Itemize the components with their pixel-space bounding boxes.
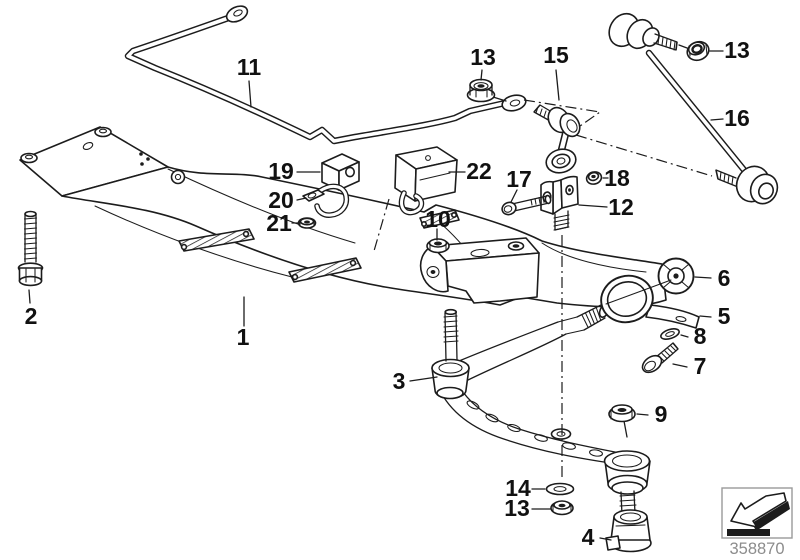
callout-18[interactable]: 18 xyxy=(604,165,630,191)
part-4-ball-joint-mount xyxy=(605,509,652,553)
callout-13-lower[interactable]: 13 xyxy=(504,495,530,521)
callout-13-link-nut[interactable]: 13 xyxy=(724,37,750,63)
subframe-rail-hatched xyxy=(178,209,460,283)
callout-7[interactable]: 7 xyxy=(694,353,707,379)
callout-6[interactable]: 6 xyxy=(718,265,731,291)
part-3-wishbone xyxy=(431,303,651,516)
part-21-nut xyxy=(297,217,317,229)
callout-17[interactable]: 17 xyxy=(506,166,532,192)
direction-arrow-icon xyxy=(721,487,793,539)
part-15-stabilizer-link xyxy=(533,104,581,174)
part-1-front-axle-support xyxy=(19,126,667,308)
callout-22[interactable]: 22 xyxy=(466,158,492,184)
callout-labels: 11 13 15 13 16 19 20 21 22 17 18 12 10 2… xyxy=(25,37,750,550)
callout-2[interactable]: 2 xyxy=(25,303,38,329)
part-22-bracket xyxy=(394,146,458,216)
part-10-nut xyxy=(426,238,450,254)
callout-8[interactable]: 8 xyxy=(694,323,707,349)
callout-21[interactable]: 21 xyxy=(266,210,292,236)
part-14-washer xyxy=(545,482,575,496)
callout-15[interactable]: 15 xyxy=(543,42,569,68)
callout-4[interactable]: 4 xyxy=(582,524,595,550)
part-8-washer xyxy=(660,328,680,340)
part-6-bushing xyxy=(657,257,695,295)
callout-14[interactable]: 14 xyxy=(505,475,531,501)
callout-13-bar[interactable]: 13 xyxy=(470,44,496,70)
part-20-clamp xyxy=(302,183,350,218)
callout-1[interactable]: 1 xyxy=(237,324,250,350)
callout-12[interactable]: 12 xyxy=(608,194,634,220)
part-11-stabilizer-bar xyxy=(124,5,527,145)
part-19-rubber-mount xyxy=(321,153,360,191)
part-9-nut xyxy=(608,404,636,438)
part-16-stabilizer-link xyxy=(608,12,779,205)
callout-5[interactable]: 5 xyxy=(718,303,731,329)
callout-10[interactable]: 10 xyxy=(425,206,451,232)
part-7-bolt xyxy=(641,342,679,374)
drawing-number: 358870 xyxy=(729,540,784,558)
leader-lines xyxy=(28,50,724,541)
part-5-bracket-ring xyxy=(600,274,700,329)
subframe-right-rail-end xyxy=(419,237,540,304)
part-17-bolt xyxy=(501,194,552,216)
callout-19[interactable]: 19 xyxy=(268,158,294,184)
callout-16[interactable]: 16 xyxy=(724,105,750,131)
callout-3[interactable]: 3 xyxy=(393,368,406,394)
part-18-nut xyxy=(585,171,603,185)
part-13-nut-bar xyxy=(466,78,507,103)
callout-20[interactable]: 20 xyxy=(268,187,294,213)
callout-9[interactable]: 9 xyxy=(655,401,668,427)
part-2-bolt xyxy=(17,210,44,287)
callout-11[interactable]: 11 xyxy=(237,54,262,80)
part-13-nut-lower xyxy=(550,500,574,516)
part-13-nut-link xyxy=(686,40,710,62)
